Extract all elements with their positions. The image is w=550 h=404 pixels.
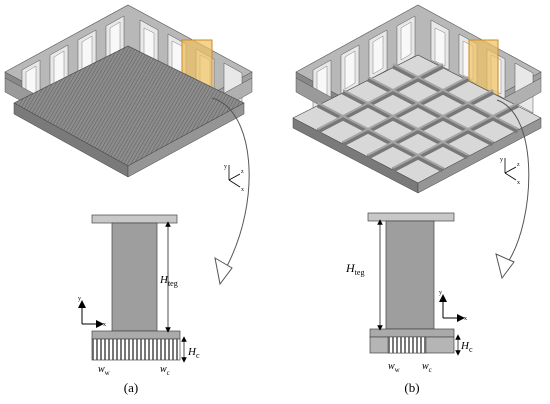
axes-2d-a [78, 300, 104, 328]
axis-2d-x-b: x [464, 316, 467, 322]
axes-3d-b [504, 158, 517, 181]
axis-3d-x-a: x [241, 187, 244, 193]
w-c-label-a: wc [160, 364, 170, 377]
panel-a-3d-model [4, 4, 253, 178]
axis-3d-y-a: y [224, 164, 227, 170]
axis-2d-x-a: x [103, 322, 106, 328]
axes-3d-a [228, 165, 241, 188]
h-c-label-a: Hc [187, 346, 200, 360]
caption-a: (a) [124, 380, 138, 395]
zoom-arrow-b [496, 99, 530, 263]
axes-2d-b [439, 294, 465, 322]
panel-b-3d-model [292, 4, 542, 194]
h-teg-label-b: Hteg [345, 261, 364, 277]
w-c-label-b: wc [422, 361, 432, 374]
axis-3d-x-b: x [517, 180, 520, 186]
axis-2d-y-b: y [439, 290, 442, 296]
axis-3d-z-b: z [517, 162, 520, 168]
axis-3d-z-a: z [241, 169, 244, 175]
w-w-label-a: ww [98, 364, 111, 377]
axis-3d-y-b: y [500, 157, 503, 163]
w-w-label-b: ww [388, 361, 401, 374]
panel-b-cross-section [367, 212, 455, 354]
zoom-arrow-a [211, 97, 250, 269]
h-c-label-b: Hc [460, 340, 473, 354]
panel-a-cross-section [91, 214, 181, 361]
caption-b: (b) [404, 380, 419, 395]
h-teg-label-a: Hteg [159, 274, 178, 288]
axis-2d-y-a: y [78, 296, 81, 302]
